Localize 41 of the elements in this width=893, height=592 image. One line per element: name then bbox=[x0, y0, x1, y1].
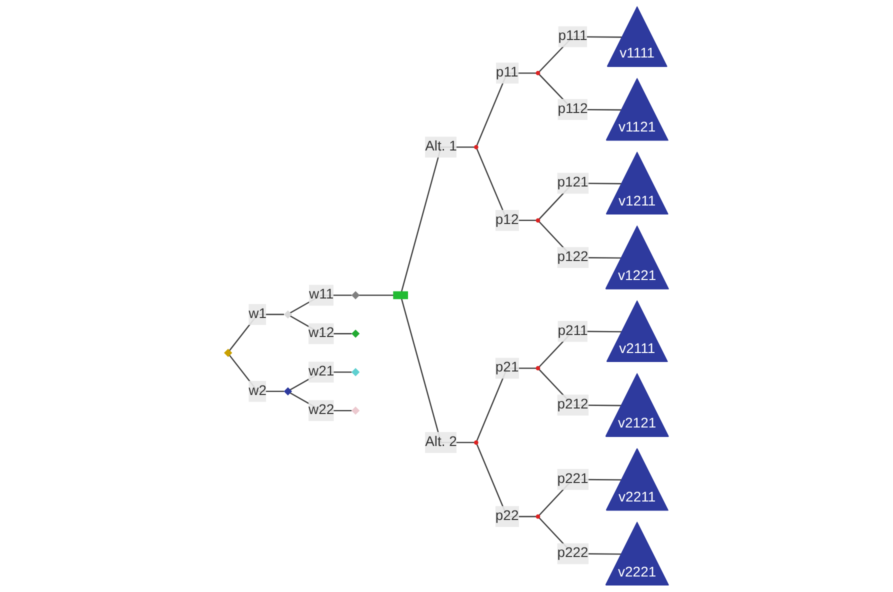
connector bbox=[228, 354, 284, 392]
connector bbox=[476, 444, 536, 518]
edge-label: p111 bbox=[558, 28, 588, 44]
edge-label: p222 bbox=[557, 546, 588, 561]
edge-label: w22 bbox=[308, 402, 334, 418]
edge-label: p211 bbox=[558, 323, 588, 338]
edge-label: p112 bbox=[558, 102, 588, 116]
edge-label: w21 bbox=[308, 364, 334, 380]
edge-label: Alt. 2 bbox=[425, 434, 457, 450]
node-circle bbox=[474, 144, 478, 150]
node-diamond bbox=[351, 368, 360, 376]
edge-label: Alt. 1 bbox=[425, 139, 457, 154]
node-diamond bbox=[351, 406, 360, 415]
node-circle bbox=[536, 70, 540, 76]
edge-label: w11 bbox=[309, 287, 334, 302]
connector bbox=[228, 314, 284, 352]
connector bbox=[358, 294, 394, 296]
node-diamond bbox=[284, 387, 292, 396]
edge-label: p12 bbox=[495, 212, 519, 228]
node-diamond bbox=[351, 330, 360, 338]
node-circle bbox=[536, 218, 540, 223]
edge-label: w2 bbox=[248, 384, 267, 398]
edge-label: p21 bbox=[495, 360, 519, 376]
edge-label: p212 bbox=[557, 397, 588, 412]
node-diamond bbox=[351, 291, 360, 300]
edge-label: p11 bbox=[496, 65, 518, 80]
node-circle bbox=[536, 366, 540, 370]
node-diamond bbox=[284, 310, 292, 319]
edge-label: p22 bbox=[495, 508, 519, 524]
connector bbox=[476, 368, 536, 442]
node-circle bbox=[536, 514, 540, 519]
node-box bbox=[393, 291, 408, 300]
edge-label: p121 bbox=[557, 175, 588, 190]
node-circle bbox=[474, 440, 478, 445]
edge-label: p122 bbox=[557, 250, 588, 265]
connector bbox=[476, 72, 536, 146]
connector bbox=[476, 148, 536, 222]
node-diamond bbox=[224, 348, 232, 358]
edge-label: w1 bbox=[248, 306, 267, 322]
edge-label: w12 bbox=[308, 326, 334, 341]
edge-label: p221 bbox=[557, 472, 588, 486]
